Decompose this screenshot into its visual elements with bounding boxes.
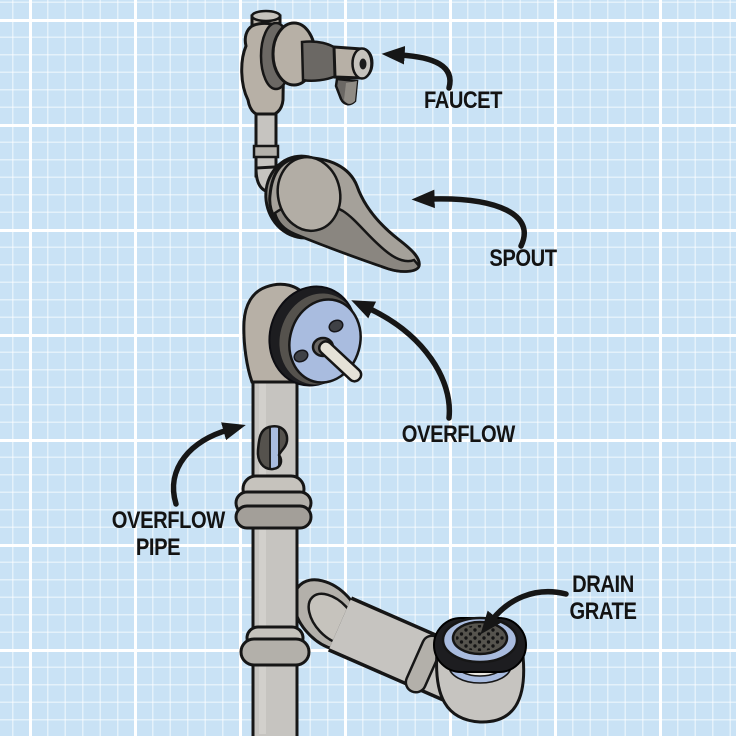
faucet-arrow (381, 46, 453, 91)
spout-arrow (411, 189, 527, 249)
drain-grate-arrow (480, 588, 569, 635)
drain-assembly-illustration (292, 578, 527, 724)
drain-grate-label-line1: DRAIN (572, 571, 634, 598)
overflow-label: OVERFLOW (402, 421, 516, 449)
faucet-illustration (240, 9, 374, 196)
drain-grate-label-line2: GRATE (569, 597, 637, 625)
drain-grate-label: DRAIN GRATE (557, 571, 649, 626)
overflow-pipe-arrow (170, 422, 246, 507)
overflow-arrow (351, 300, 453, 421)
overflow-label-text: OVERFLOW (401, 421, 516, 448)
overflow-pipe-label-line2: PIPE (135, 533, 181, 561)
spout-illustration (264, 154, 421, 273)
spout-label-text: SPOUT (489, 245, 557, 272)
spout-label: SPOUT (477, 245, 569, 273)
overflow-pipe-illustration (234, 366, 313, 736)
faucet-label-text: FAUCET (423, 87, 503, 114)
overflow-pipe-label-line1: OVERFLOW (111, 507, 226, 534)
overflow-plate-illustration (242, 282, 363, 387)
faucet-label: FAUCET (417, 87, 509, 115)
callout-arrows (170, 46, 569, 635)
overflow-pipe-label: OVERFLOW PIPE (111, 507, 226, 562)
